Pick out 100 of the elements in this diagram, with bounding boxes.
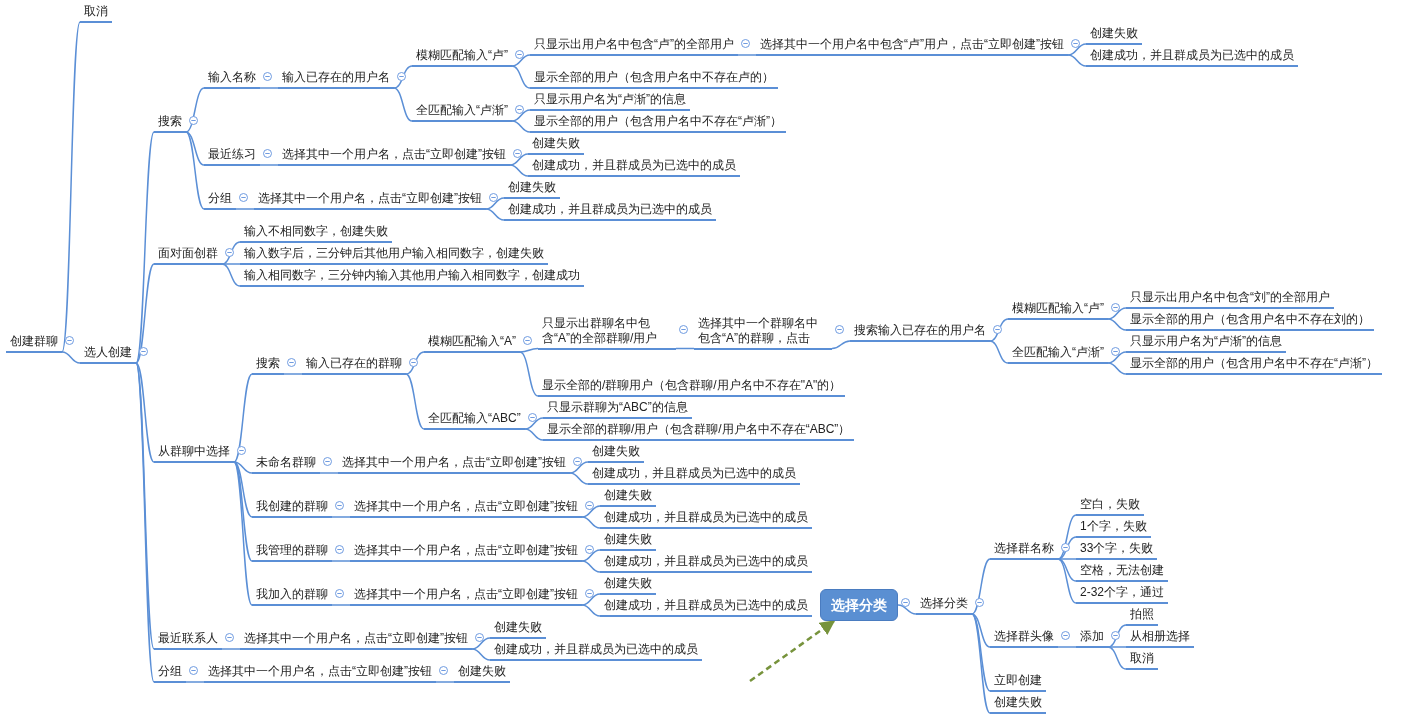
- topic-text: 全匹配输入“卢渐”: [412, 102, 512, 122]
- connector-line: [331, 516, 351, 518]
- topic-text: 创建失败: [490, 619, 546, 639]
- topic-text: 输入已存在的用户名: [278, 69, 394, 89]
- connector-line: [971, 558, 991, 615]
- connector-line: [1057, 558, 1077, 582]
- connector-line: [569, 461, 589, 474]
- topic-text: 全匹配输入“ABC”: [424, 410, 525, 430]
- connector-line: [319, 472, 339, 474]
- connector-line: [511, 120, 531, 133]
- connector-line: [581, 560, 601, 573]
- connector-line: [511, 54, 531, 67]
- connector-line: [581, 593, 601, 606]
- topic-text: 创建群聊: [6, 333, 62, 353]
- topic-text: 取消: [1126, 650, 1158, 670]
- topic-text: 空白，失败: [1076, 496, 1144, 516]
- topic-text: 2-32个字，通过: [1076, 584, 1169, 604]
- connector-line: [135, 263, 155, 364]
- connector-line: [331, 560, 351, 562]
- topic-text: 创建失败: [600, 575, 656, 595]
- connector-line: [221, 241, 241, 265]
- connector-line: [1057, 558, 1077, 604]
- connector-line: [233, 461, 253, 606]
- connector-line: [135, 362, 155, 463]
- topic-text: 最近练习: [204, 146, 260, 166]
- topic-text: 33个字，失败: [1076, 540, 1158, 560]
- topic-text: 1个字，失败: [1076, 518, 1151, 538]
- connector-line: [737, 54, 757, 56]
- connector-line: [1057, 646, 1077, 648]
- topic-text: 拍照: [1126, 606, 1158, 626]
- connector-line: [511, 109, 531, 122]
- topic-text: 模糊匹配输入“A”: [424, 333, 520, 353]
- arrow: [749, 620, 836, 682]
- connector-line: [185, 681, 205, 683]
- topic-text: 创建失败: [600, 487, 656, 507]
- topic-text: 选择其中一个用户名，点击“立即创建”按钮: [278, 146, 510, 166]
- topic-text: 选择其中一个群聊名中包含“A”的群聊，点击: [694, 314, 832, 350]
- topic-text: 选择其中一个用户名，点击“立即创建”按钮: [254, 190, 486, 210]
- topic-text: 创建失败: [454, 663, 510, 683]
- topic-text: 只显示群聊为“ABC”的信息: [543, 399, 692, 419]
- topic-text: 搜索: [252, 355, 284, 375]
- connector-line: [185, 131, 205, 210]
- topic-text: 创建失败: [528, 135, 584, 155]
- connector-line: [393, 87, 413, 122]
- topic-text: 创建失败: [600, 531, 656, 551]
- connector-line: [471, 648, 491, 661]
- connector-line: [581, 516, 601, 529]
- topic-text: 选择其中一个用户名，点击“立即创建”按钮: [204, 663, 436, 683]
- connector-line: [1067, 43, 1087, 56]
- connector-line: [1107, 646, 1127, 648]
- topic-text: 面对面创群: [154, 245, 222, 265]
- topic-text: 创建失败: [588, 443, 644, 463]
- connector-line: [259, 164, 279, 166]
- connector-line: [524, 428, 544, 441]
- connector-line: [1067, 54, 1087, 67]
- connector-line: [283, 373, 303, 375]
- connector-line: [221, 648, 241, 650]
- topic-text: 创建成功，并且群成员为已选中的成员: [528, 157, 740, 177]
- topic-text: 从群聊中选择: [154, 443, 234, 463]
- topic-text: 选人创建: [80, 344, 136, 364]
- connector-line: [259, 87, 279, 89]
- topic-text: 只显示用户名为“卢渐”的信息: [530, 91, 690, 111]
- topic-text: 从相册选择: [1126, 628, 1194, 648]
- topic-text: 创建失败: [990, 694, 1046, 714]
- connector-line: [675, 347, 695, 350]
- connector-line: [221, 263, 241, 265]
- connector-line: [485, 197, 505, 210]
- connector-line: [61, 351, 81, 364]
- connector-line: [1107, 362, 1127, 375]
- topic-text: 我加入的群聊: [252, 586, 332, 606]
- topic-text: 搜索输入已存在的用户名: [850, 322, 990, 342]
- topic-text: 选择其中一个用户名中包含“卢”用户，点击“立即创建”按钮: [756, 36, 1068, 56]
- topic-text: 最近联系人: [154, 630, 222, 650]
- connector-line: [971, 613, 991, 714]
- topic-text: 创建失败: [504, 179, 560, 199]
- topic-text: 只显示出用户名中包含“刘”的全部用户: [1126, 289, 1334, 309]
- connector-line: [524, 417, 544, 430]
- topic-text: 模糊匹配输入“卢”: [1008, 300, 1108, 320]
- topic-text: 输入已存在的群聊: [302, 355, 406, 375]
- topic-text: 选择其中一个用户名，点击“立即创建”按钮: [240, 630, 472, 650]
- connector-line: [1107, 307, 1127, 320]
- topic-text: 输入不相同数字，创建失败: [240, 223, 392, 243]
- connector-line: [235, 208, 255, 210]
- topic-text: 分组: [154, 663, 186, 683]
- connector-line: [405, 373, 425, 430]
- connector-line: [221, 263, 241, 287]
- topic-text: 选择其中一个用户名，点击“立即创建”按钮: [338, 454, 570, 474]
- topic-text: 只显示出用户名中包含“卢”的全部用户: [530, 36, 738, 56]
- connector-line: [971, 613, 991, 648]
- connector-line: [185, 131, 205, 166]
- topic-text: 我创建的群聊: [252, 498, 332, 518]
- connector-line: [897, 604, 917, 615]
- topic-text: 选择其中一个用户名，点击“立即创建”按钮: [350, 498, 582, 518]
- connector-line: [485, 208, 505, 221]
- topic-text: 创建成功，并且群成员为已选中的成员: [1086, 47, 1298, 67]
- connector-line: [1057, 536, 1077, 560]
- topic-text: 输入名称: [204, 69, 260, 89]
- topic-text: 创建成功，并且群成员为已选中的成员: [504, 201, 716, 221]
- connector-line: [989, 318, 1009, 342]
- topic-text: 输入数字后，三分钟后其他用户输入相同数字，创建失败: [240, 245, 548, 265]
